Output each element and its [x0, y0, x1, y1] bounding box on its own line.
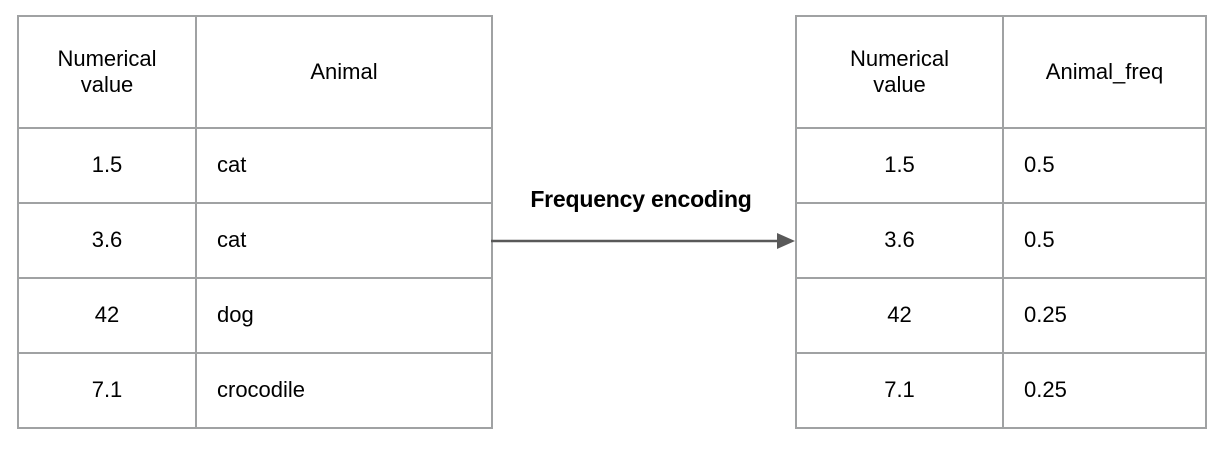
- cell-animal-freq: 0.25: [1002, 277, 1207, 354]
- column-header-numerical-value: Numerical value: [17, 15, 197, 129]
- table-row: 42 dog: [17, 277, 493, 354]
- table-row: 3.6 cat: [17, 202, 493, 279]
- transformation-label: Frequency encoding: [530, 186, 752, 212]
- cell-animal-freq-text: 0.25: [1024, 377, 1067, 403]
- cell-animal-freq-text: 0.5: [1024, 227, 1055, 253]
- cell-animal-freq: 0.5: [1002, 202, 1207, 279]
- table-header-row: Numerical value Animal: [17, 15, 493, 129]
- cell-numerical-value-text: 7.1: [91, 377, 123, 403]
- cell-numerical-value-text: 1.5: [884, 152, 915, 178]
- cell-animal-text: dog: [217, 302, 254, 328]
- table-row: 42 0.25: [795, 277, 1207, 354]
- column-header-animal-label: Animal: [310, 58, 378, 84]
- cell-numerical-value-text: 1.5: [91, 152, 123, 178]
- cell-numerical-value: 42: [795, 277, 1004, 354]
- table-row: 7.1 0.25: [795, 352, 1207, 429]
- cell-animal: cat: [195, 202, 493, 279]
- column-header-numerical-value: Numerical value: [795, 15, 1004, 129]
- cell-numerical-value-text: 42: [94, 302, 120, 328]
- cell-animal-text: cat: [217, 227, 247, 253]
- column-header-animal-freq: Animal_freq: [1002, 15, 1207, 129]
- column-header-numerical-value-label: Numerical value: [57, 45, 157, 97]
- cell-animal: cat: [195, 127, 493, 204]
- cell-numerical-value: 7.1: [795, 352, 1004, 429]
- column-header-numerical-value-label: Numerical value: [849, 45, 950, 97]
- cell-numerical-value: 42: [17, 277, 197, 354]
- cell-numerical-value-text: 3.6: [91, 227, 123, 253]
- cell-animal-text: crocodile: [217, 377, 306, 403]
- cell-numerical-value: 3.6: [17, 202, 197, 279]
- column-header-animal-freq-label: Animal_freq: [1045, 58, 1164, 84]
- transformation-arrow-group: Frequency encoding: [491, 186, 797, 262]
- cell-animal-freq: 0.5: [1002, 127, 1207, 204]
- cell-numerical-value: 1.5: [17, 127, 197, 204]
- output-table: Numerical value Animal_freq 1.5 0.5 3.6: [795, 15, 1207, 429]
- cell-numerical-value-text: 42: [887, 302, 912, 328]
- arrow-right-icon: [491, 233, 795, 249]
- cell-animal-freq: 0.25: [1002, 352, 1207, 429]
- cell-numerical-value-text: 7.1: [884, 377, 915, 403]
- cell-animal: dog: [195, 277, 493, 354]
- cell-numerical-value: 7.1: [17, 352, 197, 429]
- cell-animal-text: cat: [217, 152, 247, 178]
- cell-animal: crocodile: [195, 352, 493, 429]
- table-row: 3.6 0.5: [795, 202, 1207, 279]
- table-header-row: Numerical value Animal_freq: [795, 15, 1207, 129]
- cell-numerical-value: 3.6: [795, 202, 1004, 279]
- table-row: 1.5 0.5: [795, 127, 1207, 204]
- column-header-animal: Animal: [195, 15, 493, 129]
- table-row: 1.5 cat: [17, 127, 493, 204]
- table-row: 7.1 crocodile: [17, 352, 493, 429]
- cell-animal-freq-text: 0.25: [1024, 302, 1067, 328]
- cell-numerical-value: 1.5: [795, 127, 1004, 204]
- input-table: Numerical value Animal 1.5 cat 3.6: [17, 15, 493, 429]
- cell-numerical-value-text: 3.6: [884, 227, 915, 253]
- cell-animal-freq-text: 0.5: [1024, 152, 1055, 178]
